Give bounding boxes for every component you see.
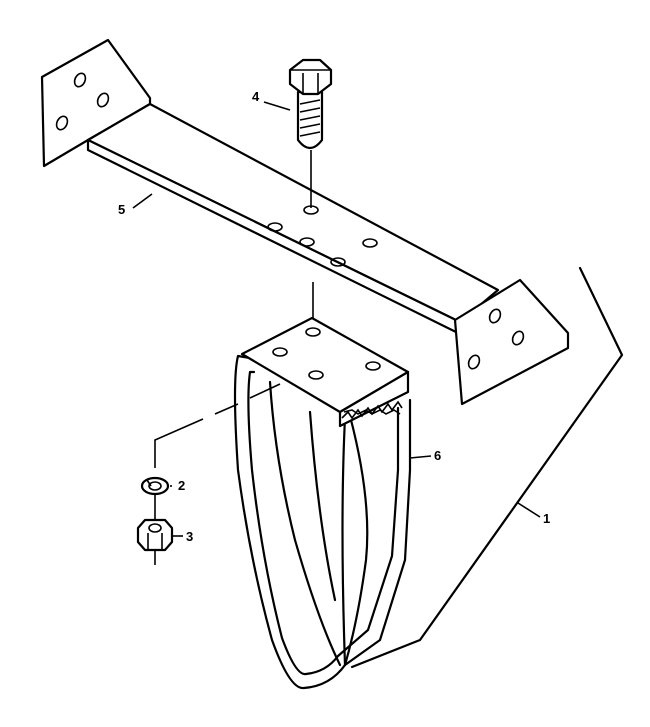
callout-6: 6 — [434, 448, 441, 463]
bolt — [288, 58, 333, 208]
hardware-centerline — [154, 383, 281, 468]
callout-2: 2 — [178, 478, 185, 493]
assembly-bracket — [350, 266, 624, 669]
callout-3: 3 — [186, 529, 193, 544]
hex-nut — [136, 494, 174, 565]
callout-1: 1 — [543, 511, 550, 526]
lock-washer — [140, 476, 170, 496]
mounting-bar — [40, 38, 570, 406]
callout-4: 4 — [252, 89, 260, 104]
shank — [233, 316, 412, 690]
leader-lines — [132, 101, 541, 537]
callout-5: 5 — [118, 202, 125, 217]
